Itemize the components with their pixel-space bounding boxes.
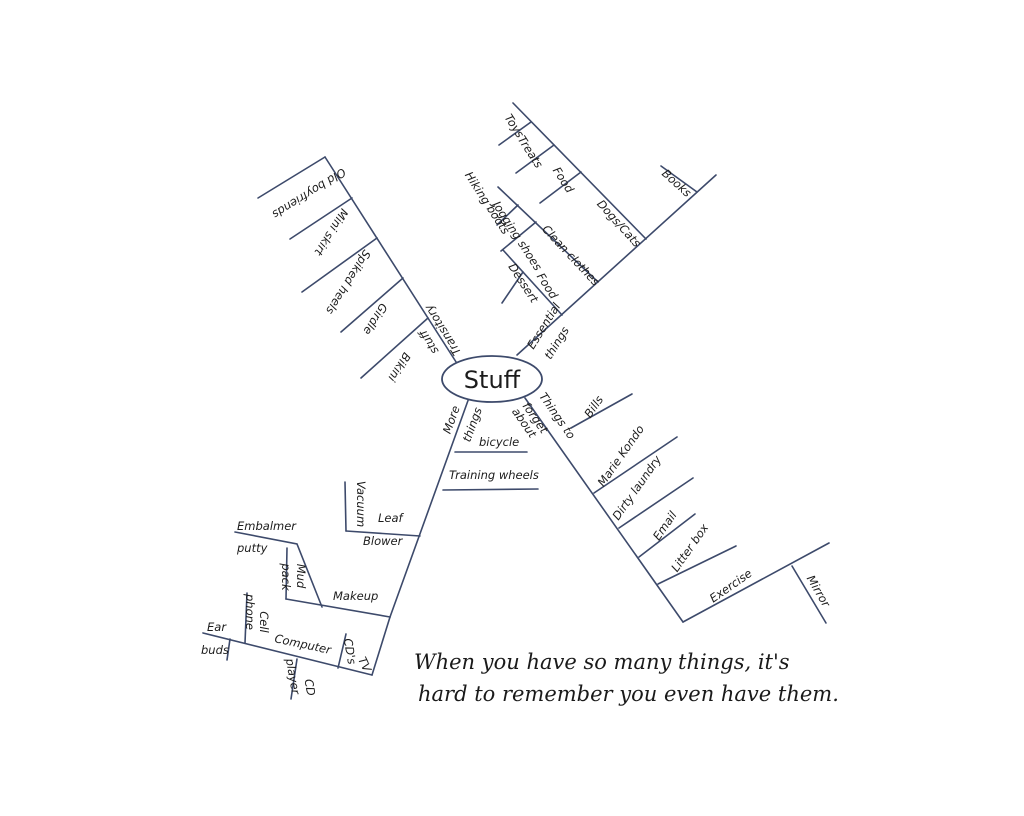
- forget-rib: [593, 436, 678, 494]
- item-makeup: Makeup: [333, 589, 378, 603]
- transitory-rib: [289, 197, 353, 240]
- dogs-cats-sub: [498, 121, 532, 146]
- cds-line: [337, 633, 347, 669]
- essential-rib-dogs-cats: [512, 102, 647, 240]
- item-cds: CD's: [341, 637, 359, 665]
- transitory-spine: [324, 156, 459, 366]
- item-buds: buds: [201, 643, 229, 657]
- caption-line-1: When you have so many things, it's: [414, 650, 790, 674]
- item-mirror: Mirror: [804, 573, 834, 611]
- cell-phone-line: [244, 592, 248, 644]
- embalmer-line: [234, 531, 323, 608]
- item-exercise: Exercise: [707, 566, 755, 605]
- item-training-wheels: Training wheels: [449, 468, 539, 482]
- item-dogs-cats: Dogs/Cats: [594, 197, 644, 250]
- tv-rib: [202, 632, 373, 676]
- item-mini-skirt: Mini skirt: [311, 206, 351, 258]
- center-label: Stuff: [464, 366, 521, 394]
- branch-essential: Essential things Books Dogs/Cats Toys Tr…: [462, 102, 717, 362]
- food-sub: [501, 271, 524, 304]
- forget-spine: [524, 397, 684, 623]
- tv-stem: [371, 616, 391, 676]
- transitory-rib: [340, 277, 404, 333]
- ear-buds-line: [226, 638, 231, 661]
- dogs-cats-sub: [515, 144, 555, 174]
- item-cell: Cell: [257, 611, 271, 633]
- item-ear: Ear: [207, 620, 227, 634]
- item-books: Books: [659, 166, 694, 200]
- forget-rib: [657, 545, 737, 585]
- more-spine: [389, 394, 471, 618]
- forget-mirror-line: [791, 565, 827, 624]
- more-label: More: [440, 404, 463, 436]
- item-cd: CD: [302, 678, 319, 697]
- more-rib-training: [442, 488, 539, 491]
- item-mud: Mud: [294, 564, 308, 589]
- essential-rib-books: [660, 165, 698, 193]
- center-ellipse: [441, 355, 543, 403]
- item-blower: Blower: [363, 534, 404, 548]
- item-girdle: Girdle: [360, 301, 390, 338]
- caption: When you have so many things, it's hard …: [414, 646, 974, 710]
- item-bikini: Bikini: [385, 350, 414, 385]
- branch-forget: Things to forget about Bills Marie Kondo…: [509, 390, 834, 624]
- item-bicycle: bicycle: [479, 435, 519, 449]
- item-leaf: Leaf: [378, 511, 405, 525]
- branch-more: More things bicycle Training wheels Leaf…: [201, 394, 539, 700]
- item-player: player: [283, 656, 303, 696]
- item-embalmer: Embalmer: [237, 519, 297, 533]
- more-rib-makeup: [285, 598, 391, 618]
- transitory-rib: [257, 156, 326, 199]
- forget-rib: [638, 513, 696, 558]
- branch-transitory: Transitory stuff Old boyfriends Mini ski…: [257, 156, 464, 385]
- item-vacuum: Vacuum: [354, 481, 368, 527]
- item-putty: putty: [236, 541, 268, 555]
- item-phone: phone: [243, 593, 257, 630]
- cd-player-line: [290, 658, 298, 700]
- center-node: Stuff: [441, 355, 543, 403]
- caption-line-2: hard to remember you even have them.: [418, 682, 839, 706]
- item-food: Food: [550, 164, 577, 196]
- forget-rib: [570, 393, 633, 429]
- item-treats: Treats: [515, 133, 546, 170]
- transitory-rib: [301, 237, 378, 293]
- essential-rib-food: [502, 249, 563, 316]
- clean-clothes-sub: [496, 204, 519, 226]
- vacuum-line: [344, 481, 347, 532]
- clean-clothes-sub: [500, 221, 537, 252]
- item-pack: pack: [279, 562, 293, 592]
- more-rib-leaf: [345, 530, 421, 537]
- transitory-rib: [360, 317, 429, 379]
- mud-pack-line: [285, 547, 288, 600]
- item-bills: Bills: [581, 393, 606, 420]
- item-email: Email: [650, 508, 680, 543]
- forget-rib: [618, 477, 694, 529]
- dogs-cats-sub: [539, 171, 582, 204]
- essential-rib-clean-clothes: [497, 186, 599, 283]
- item-tv: TV: [355, 655, 374, 675]
- essential-spine: [516, 174, 717, 356]
- forget-rib: [682, 542, 830, 623]
